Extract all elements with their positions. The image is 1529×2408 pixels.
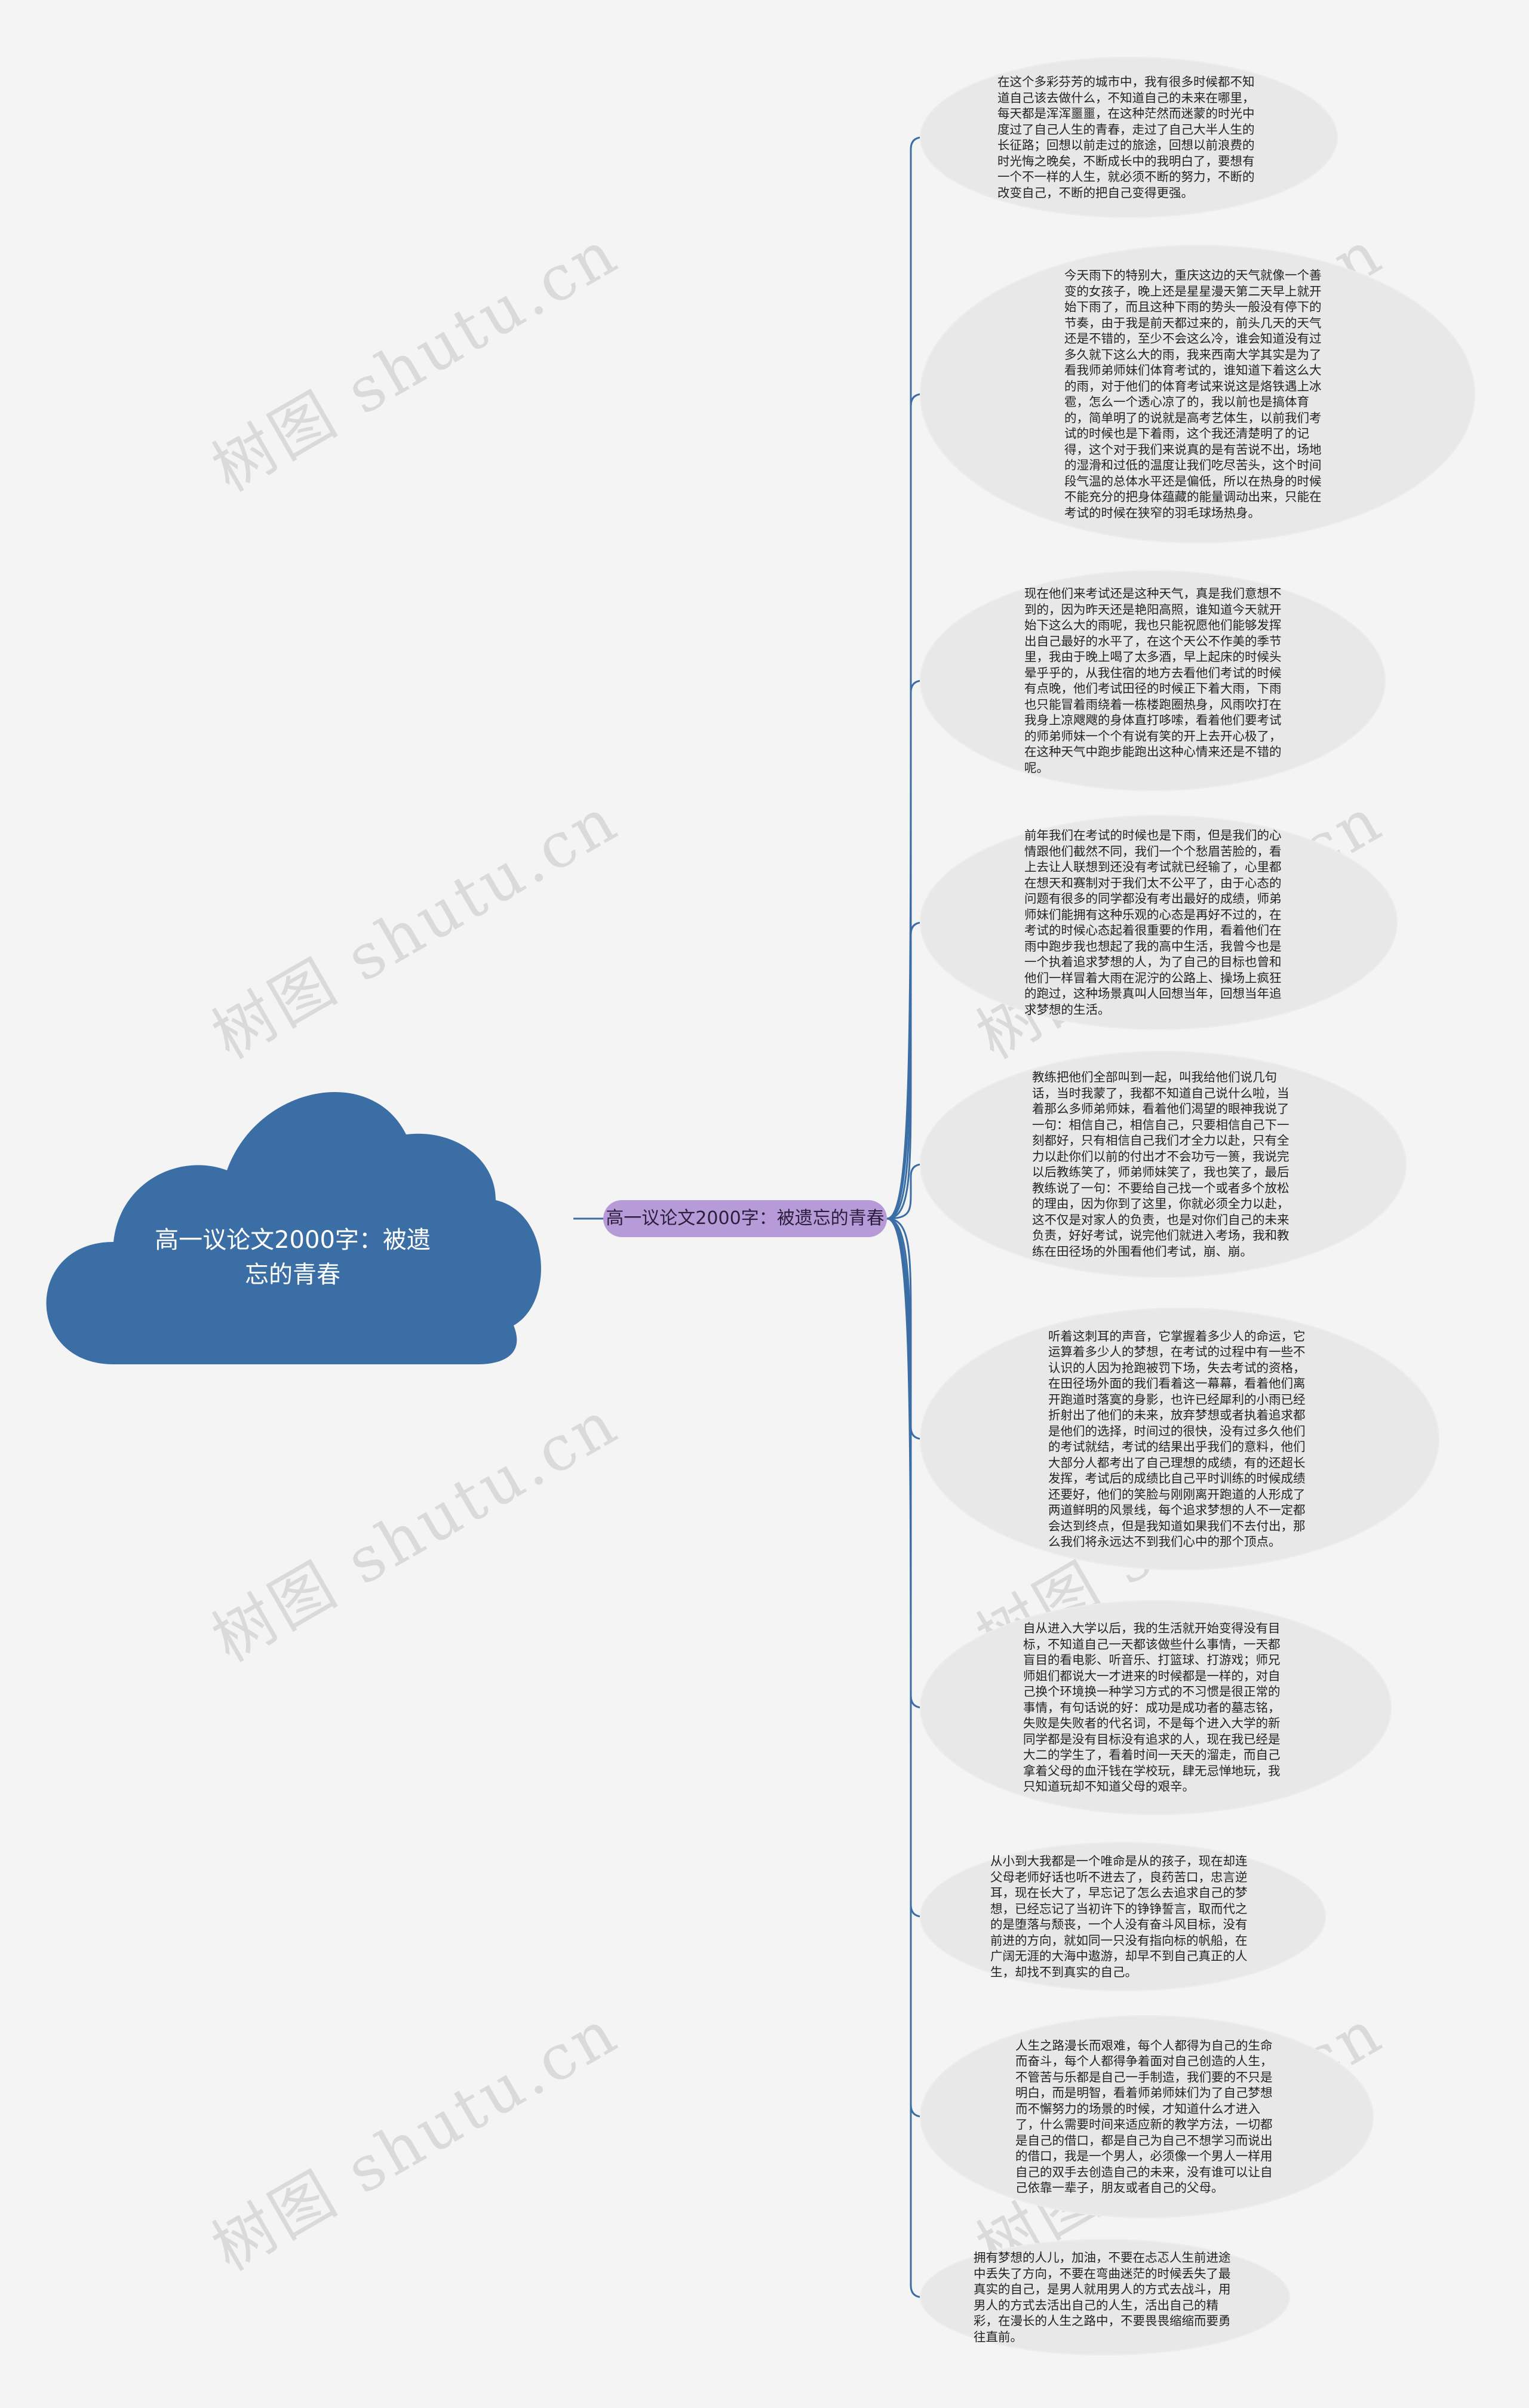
leaf-node[interactable] xyxy=(920,57,1338,218)
leaf-connector xyxy=(886,1217,923,2118)
leaf-text: 听着这刺耳的声音，它掌握着多少人的命运，它运算着多少人的梦想，在考试的过程中有一… xyxy=(1048,1328,1306,1549)
leaf-node[interactable] xyxy=(920,2239,1290,2355)
leaf-node[interactable] xyxy=(920,2015,1374,2218)
root-cloud-shape xyxy=(46,1091,541,1364)
leaf-text: 自从进入大学以后，我的生活就开始变得没有目标，不知道自己一天都该做些什么事情，一… xyxy=(1023,1621,1281,1794)
leaf-node[interactable] xyxy=(920,1842,1326,1991)
root-node-title[interactable]: 高一议论文2000字：被遗忘的青春 xyxy=(155,1226,431,1288)
leaf-text: 现在他们来考试还是这种天气，真是我们意想不到的，因为昨天还是艳阳高照，谁知道今天… xyxy=(1024,586,1282,775)
leaf-text: 今天雨下的特别大，重庆这边的天气就像一个善变的女孩子，晚上还是星星漫天第二天早上… xyxy=(1064,268,1322,520)
leaf-node[interactable] xyxy=(920,570,1386,791)
leaf-node[interactable] xyxy=(920,815,1398,1030)
leaf-text: 拥有梦想的人儿，加油，不要在忐忑人生前进途中丢失了方向，不要在弯曲迷茫的时候丢失… xyxy=(974,2250,1231,2344)
leaf-text: 前年我们在考试的时候也是下雨，但是我们的心情跟他们截然不同，我们一个个愁眉苦脸的… xyxy=(1024,828,1282,1017)
leaf-node[interactable] xyxy=(920,1308,1439,1570)
leaf-node[interactable] xyxy=(920,1051,1407,1278)
leaf-connector xyxy=(886,921,923,1220)
connector-lines xyxy=(573,136,923,2298)
leaf-text: 在这个多彩芬芳的城市中，我有很多时候都不知道自己该去做什么，不知道自己的未来在哪… xyxy=(997,75,1255,200)
leaf-connector xyxy=(886,393,923,1220)
leaf-connector xyxy=(886,1217,923,1440)
leaf-text: 教练把他们全部叫到一起，叫我给他们说几句话，当时我蒙了，我都不知道自己说什么啦，… xyxy=(1032,1070,1289,1259)
leaf-connector xyxy=(886,1217,923,1918)
branch-node[interactable]: 高一议论文2000字：被遗忘的青春 xyxy=(603,1200,887,1237)
leaf-text: 从小到大我都是一个唯命是从的孩子，现在却连父母老师好话也听不进去了，良药苦口，忠… xyxy=(990,1854,1248,1979)
leaf-node[interactable] xyxy=(920,1600,1392,1815)
leaf-connector xyxy=(886,1163,923,1220)
leaf-text: 人生之路漫长而艰难，每个人都得为自己的生命而奋斗，每个人都得争着面对自己创造的人… xyxy=(1015,2038,1273,2195)
leaf-connector xyxy=(886,136,923,1220)
leaf-connector xyxy=(886,1217,923,2298)
leaf-node[interactable] xyxy=(920,245,1475,543)
